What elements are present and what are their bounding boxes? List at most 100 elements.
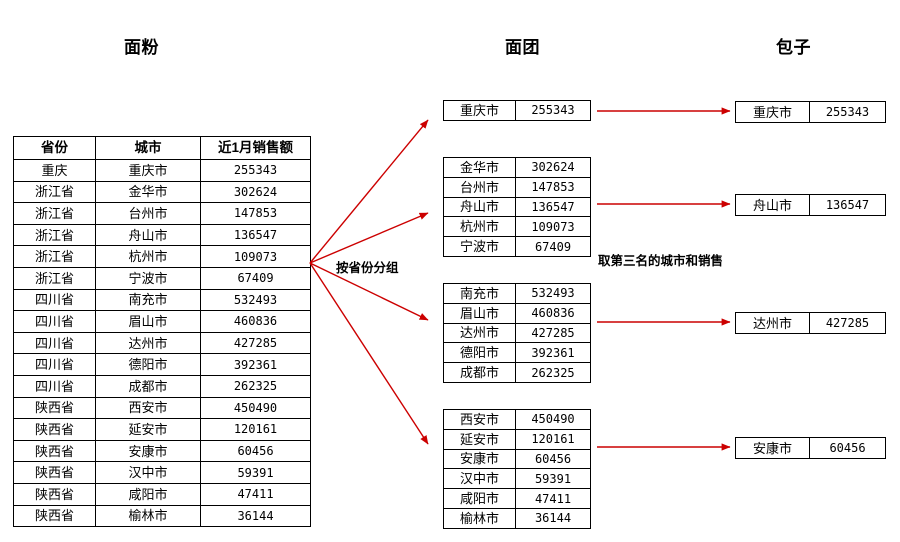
- group-cell-sales: 60456: [515, 448, 591, 470]
- source-cell-province: 四川省: [13, 288, 96, 312]
- result-sales: 136547: [809, 194, 886, 216]
- source-cell-province: 浙江省: [13, 202, 96, 225]
- fan-arrows: [309, 119, 429, 445]
- source-cell-city: 台州市: [95, 202, 201, 225]
- source-cell-sales: 47411: [200, 482, 311, 506]
- group-cell-sales: 460836: [515, 302, 591, 324]
- group-cell-sales: 450490: [515, 409, 591, 430]
- group-cell-sales: 120161: [515, 428, 591, 450]
- group-cell-sales: 147853: [515, 176, 591, 198]
- group-cell-sales: 36144: [515, 507, 591, 529]
- source-table-header-row: 省份 城市 近1月销售额: [13, 136, 311, 160]
- source-cell-city: 舟山市: [95, 223, 201, 247]
- group-cell-city: 安康市: [443, 448, 516, 470]
- group-cell-sales: 109073: [515, 216, 591, 238]
- group-cell-city: 成都市: [443, 362, 516, 383]
- source-cell-sales: 262325: [200, 374, 311, 398]
- source-cell-city: 达州市: [95, 331, 201, 355]
- fan-arrow-3: [309, 262, 429, 445]
- source-cell-province: 四川省: [13, 331, 96, 355]
- group-cell-city: 金华市: [443, 157, 516, 178]
- group-cell-sales: 302624: [515, 157, 591, 178]
- source-cell-sales: 67409: [200, 266, 311, 290]
- group-cell-city: 汉中市: [443, 468, 516, 490]
- source-cell-province: 陕西省: [13, 461, 96, 484]
- source-cell-city: 汉中市: [95, 461, 201, 484]
- result-row: 舟山市 136547: [735, 194, 886, 216]
- source-cell-province: 陕西省: [13, 504, 96, 528]
- source-cell-sales: 60456: [200, 439, 311, 463]
- source-cell-province: 陕西省: [13, 418, 96, 441]
- source-cell-province: 四川省: [13, 374, 96, 398]
- group-cell-city: 德阳市: [443, 342, 516, 364]
- group-cell-city: 西安市: [443, 409, 516, 430]
- source-cell-province: 陕西省: [13, 482, 96, 506]
- result-table-zhejiang: 舟山市 136547: [735, 194, 886, 216]
- group-cell-city: 台州市: [443, 176, 516, 198]
- source-cell-city: 重庆市: [95, 159, 201, 182]
- result-row: 达州市 427285: [735, 312, 886, 334]
- source-cell-city: 咸阳市: [95, 482, 201, 506]
- group-cell-sales: 255343: [515, 100, 591, 121]
- source-cell-city: 眉山市: [95, 310, 201, 333]
- source-cell-sales: 450490: [200, 396, 311, 420]
- result-sales: 427285: [809, 312, 886, 334]
- result-table-shaanxi: 安康市 60456: [735, 437, 886, 459]
- annotation-pick-third-place: 取第三名的城市和销售: [598, 254, 724, 268]
- source-col-province: 省份: [13, 136, 96, 160]
- source-cell-sales: 532493: [200, 288, 311, 312]
- source-cell-sales: 147853: [200, 202, 311, 225]
- result-sales: 60456: [809, 437, 886, 459]
- fan-arrow-1: [309, 212, 429, 264]
- source-cell-province: 重庆: [13, 159, 96, 182]
- source-cell-province: 浙江省: [13, 245, 96, 268]
- column-heading-bun: 包子: [776, 38, 811, 57]
- fan-arrow-0: [309, 119, 429, 264]
- source-cell-city: 南充市: [95, 288, 201, 312]
- annotation-group-by-province: 按省份分组: [336, 261, 399, 275]
- source-cell-sales: 460836: [200, 310, 311, 333]
- source-cell-city: 杭州市: [95, 245, 201, 268]
- group-cell-city: 舟山市: [443, 196, 516, 218]
- group-cell-city: 延安市: [443, 428, 516, 450]
- result-city: 重庆市: [735, 101, 810, 123]
- result-sales: 255343: [809, 101, 886, 123]
- group-cell-city: 榆林市: [443, 507, 516, 529]
- group-cell-city: 达州市: [443, 322, 516, 344]
- result-row: 安康市 60456: [735, 437, 886, 459]
- column-heading-flour: 面粉: [124, 38, 159, 57]
- group-cell-city: 眉山市: [443, 302, 516, 324]
- group-cell-sales: 262325: [515, 362, 591, 383]
- source-cell-sales: 120161: [200, 418, 311, 441]
- source-cell-province: 四川省: [13, 353, 96, 376]
